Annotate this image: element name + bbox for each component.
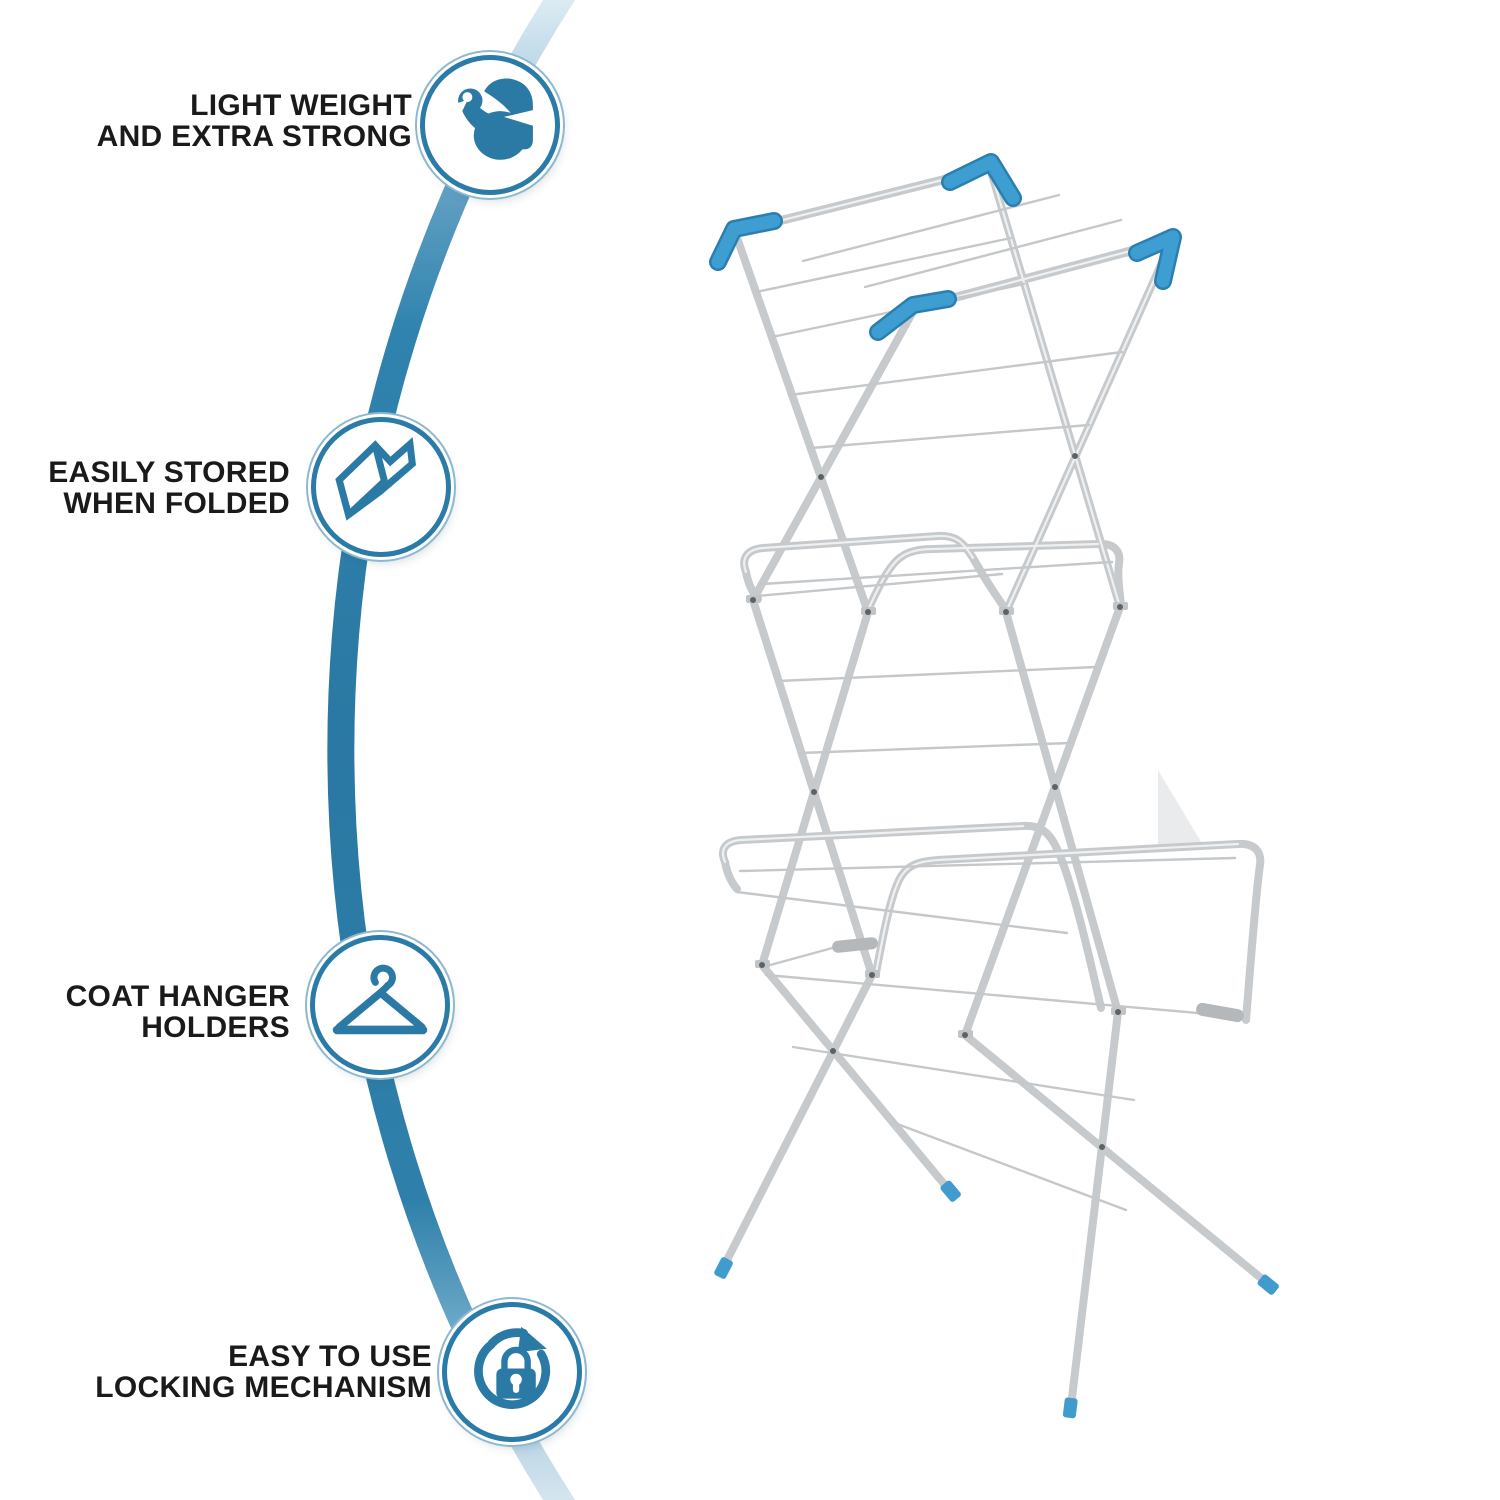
feature-icon-badge bbox=[311, 417, 451, 557]
rack-legs bbox=[720, 164, 1271, 1410]
feature-line2: AND EXTRA STRONG bbox=[96, 120, 412, 153]
rack-wires bbox=[735, 193, 1245, 1212]
feature-line1: LIGHT WEIGHT bbox=[190, 89, 412, 122]
coat-hanger-icon bbox=[332, 964, 428, 1035]
feature-line2: LOCKING MECHANISM bbox=[95, 1371, 432, 1404]
feature-label: COAT HANGER HOLDERS bbox=[66, 981, 290, 1043]
muscle-icon bbox=[451, 78, 535, 160]
curve-line bbox=[327, 0, 576, 1500]
blue-corner-caps bbox=[709, 153, 1182, 341]
feature-line1: COAT HANGER bbox=[65, 980, 290, 1013]
feature-icon-badge bbox=[442, 1302, 582, 1442]
folded-panels-icon bbox=[335, 437, 416, 521]
feature-label: LIGHT WEIGHT AND EXTRA STRONG bbox=[97, 90, 412, 152]
rack-feet bbox=[714, 1180, 1279, 1419]
feature-line1: EASILY STORED bbox=[48, 456, 290, 489]
feature-line2: WHEN FOLDED bbox=[63, 487, 290, 520]
feature-icon-badge bbox=[420, 55, 560, 195]
feature-line1: EASY TO USE bbox=[228, 1340, 432, 1373]
lock-rotate-icon bbox=[474, 1326, 551, 1409]
feature-line2: HOLDERS bbox=[141, 1011, 290, 1044]
feature-icon-badge bbox=[310, 935, 450, 1075]
shadow-patch bbox=[1158, 770, 1203, 845]
feature-label: EASY TO USE LOCKING MECHANISM bbox=[95, 1341, 432, 1403]
hinges bbox=[746, 453, 1244, 1150]
feature-label: EASILY STORED WHEN FOLDED bbox=[48, 457, 290, 519]
